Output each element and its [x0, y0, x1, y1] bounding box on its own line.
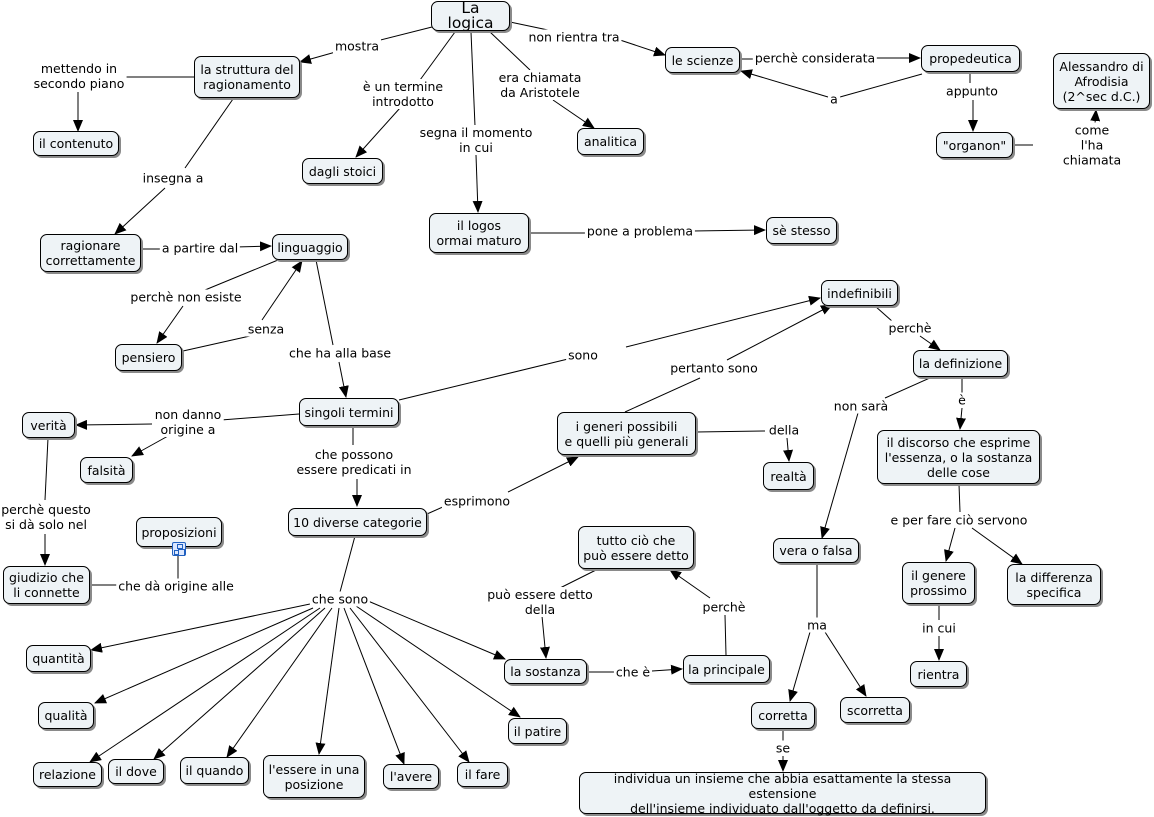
- node-singoli-termini[interactable]: singoli termini: [299, 398, 399, 426]
- node-categorie[interactable]: 10 diverse categorie: [288, 508, 427, 536]
- link-label-e: è: [956, 392, 968, 408]
- node-essere-posizione[interactable]: l'essere in una posizione: [263, 755, 365, 798]
- node-qualita[interactable]: qualità: [38, 702, 94, 729]
- link-label-chiamata: era chiamata da Aristotele: [496, 70, 584, 100]
- node-propedeutica[interactable]: propedeutica: [921, 45, 1020, 72]
- node-definizione[interactable]: la definizione: [913, 350, 1008, 377]
- node-corretta[interactable]: corretta: [751, 702, 815, 729]
- node-falsita[interactable]: falsità: [80, 457, 133, 483]
- node-la-logica[interactable]: La logica: [431, 0, 510, 31]
- node-relazione[interactable]: relazione: [33, 762, 102, 787]
- node-sostanza[interactable]: la sostanza: [504, 659, 587, 684]
- node-struttura-ragionamento[interactable]: la struttura del ragionamento: [194, 56, 300, 98]
- node-organon[interactable]: "organon": [936, 132, 1013, 158]
- node-scorretta[interactable]: scorretta: [840, 697, 910, 723]
- link-label-puo-essere: può essere detto della: [485, 587, 595, 617]
- link-label-che-possono: che possono essere predicati in: [294, 447, 414, 477]
- link-label-se: se: [773, 740, 793, 756]
- node-le-scienze[interactable]: le scienze: [665, 47, 740, 73]
- node-tutto-cio[interactable]: tutto ciò che può essere detto: [578, 526, 694, 569]
- node-individua[interactable]: individua un insieme che abbia esattamen…: [579, 771, 986, 816]
- link-label-sono: sono: [566, 347, 600, 363]
- node-il-patire[interactable]: il patire: [508, 718, 567, 744]
- link-label-che-e: che è: [613, 664, 653, 680]
- link-label-mostra: mostra: [332, 38, 382, 54]
- link-label-esprimono: esprimono: [441, 493, 513, 509]
- node-logos[interactable]: il logos ormai maturo: [429, 213, 529, 253]
- node-se-stesso[interactable]: sè stesso: [766, 217, 837, 244]
- link-label-a: a: [828, 91, 840, 107]
- link-label-segna: segna il momento in cui: [417, 125, 535, 155]
- node-verita[interactable]: verità: [22, 412, 75, 438]
- node-quantita[interactable]: quantità: [26, 645, 91, 672]
- link-label-a-partire: a partire dal: [159, 240, 241, 256]
- link-label-ma: ma: [805, 617, 829, 633]
- node-vera-falsa[interactable]: vera o falsa: [773, 538, 859, 563]
- link-label-della: della: [766, 422, 802, 438]
- node-avere[interactable]: l'avere: [383, 764, 439, 789]
- node-differenza-specifica[interactable]: la differenza specifica: [1007, 564, 1101, 605]
- node-il-dove[interactable]: il dove: [108, 759, 164, 784]
- node-realta[interactable]: realtà: [763, 462, 814, 490]
- node-dagli-stoici[interactable]: dagli stoici: [302, 158, 383, 184]
- node-rientra[interactable]: rientra: [910, 661, 967, 687]
- node-il-fare[interactable]: il fare: [457, 762, 508, 787]
- link-label-non-danno: non danno origine a: [152, 407, 224, 437]
- link-label-appunto: appunto: [944, 83, 1000, 99]
- link-label-termine-introdotto: è un termine introdotto: [360, 79, 446, 109]
- link-label-che-sono: che sono: [309, 591, 371, 607]
- node-alessandro[interactable]: Alessandro di Afrodisia (2^sec d.C.): [1053, 53, 1150, 109]
- node-analitica[interactable]: analitica: [577, 128, 644, 155]
- node-generi[interactable]: i generi possibili e quelli più generali: [557, 412, 696, 455]
- node-giudizio[interactable]: giudizio che li connette: [3, 566, 90, 604]
- link-label-in-cui: in cui: [920, 620, 958, 636]
- node-principale[interactable]: la principale: [683, 655, 770, 683]
- node-indefinibili[interactable]: indefinibili: [821, 280, 898, 306]
- link-label-perche-2: perchè: [700, 599, 748, 615]
- link-label-come-chiamata: come l'ha chiamata: [1060, 122, 1124, 168]
- link-label-che-ha: che ha alla base: [286, 345, 394, 361]
- link-label-insegna: insegna a: [140, 170, 206, 186]
- node-il-quando[interactable]: il quando: [180, 757, 249, 784]
- link-label-perche-non-esiste: perchè non esiste: [128, 289, 244, 305]
- node-genere-prossimo[interactable]: il genere prossimo: [902, 562, 975, 604]
- node-pensiero[interactable]: pensiero: [115, 344, 182, 371]
- concept-map-resource-icon[interactable]: [172, 542, 186, 556]
- link-label-senza: senza: [245, 321, 287, 337]
- link-label-pone: pone a problema: [584, 223, 696, 239]
- link-label-pertanto: pertanto sono: [668, 360, 760, 376]
- link-label-perche-questo: perchè questo si dà solo nel: [0, 502, 93, 532]
- link-label-che-da: che dà origine alle: [116, 578, 236, 594]
- link-label-non-sara: non sarà: [831, 398, 891, 414]
- link-label-mettendo: mettendo in secondo piano: [31, 61, 127, 91]
- node-contenuto[interactable]: il contenuto: [33, 131, 119, 156]
- link-label-perche: perchè: [886, 320, 934, 336]
- link-label-non-rientra: non rientra tra: [526, 29, 622, 45]
- node-ragionare[interactable]: ragionare correttamente: [40, 234, 141, 272]
- node-linguaggio[interactable]: linguaggio: [272, 234, 348, 260]
- node-discorso[interactable]: il discorso che esprime l'essenza, o la …: [877, 430, 1040, 484]
- link-label-e-per-fare: e per fare ciò servono: [888, 512, 1030, 528]
- link-label-perche-considerata: perchè considerata: [752, 50, 878, 66]
